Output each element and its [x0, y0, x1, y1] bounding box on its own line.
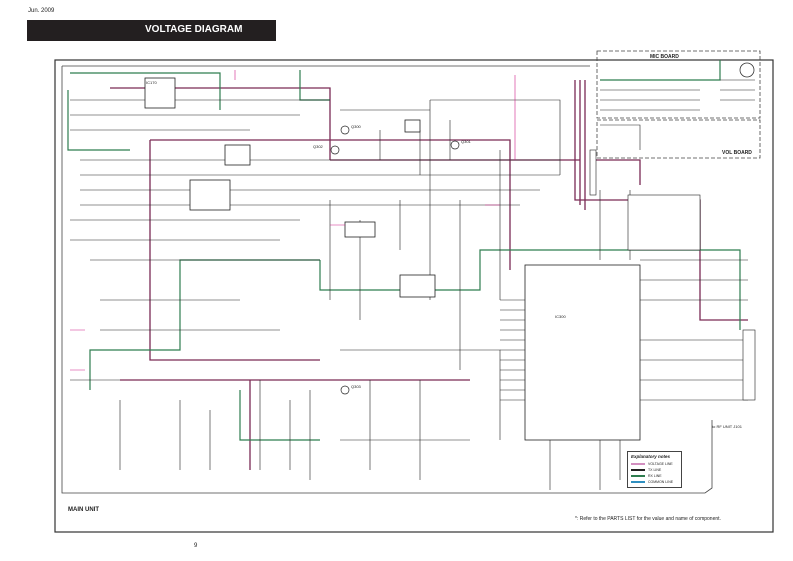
vol-board-label: VOL BOARD [722, 150, 752, 156]
tx-line-swatch [631, 469, 645, 471]
title-banner: VOLTAGE DIAGRAM [27, 20, 276, 41]
voltage-line-swatch [631, 463, 645, 465]
ic170-block [144, 77, 176, 109]
ic-block-tc [224, 144, 251, 166]
main-unit-frame [54, 59, 774, 533]
legend: Explanatory notes VOLTAGE LINE TX LINE R… [627, 451, 682, 488]
q302-symbol [330, 145, 340, 155]
signal-wiring [70, 79, 755, 490]
q301-symbol [450, 140, 460, 150]
q300-symbol [340, 125, 350, 135]
q300-label: Q300 [351, 124, 362, 129]
page-number: 9 [194, 543, 198, 549]
document-date: Jun. 2009 [28, 8, 55, 14]
q303-symbol [340, 385, 350, 395]
ic300-block [524, 264, 641, 441]
q301-label: Q301 [461, 139, 472, 144]
ic-block-pa [344, 221, 376, 238]
main-unit-label: MAIN UNIT [68, 507, 99, 513]
mic-board-label: MIC BOARD [650, 54, 679, 60]
rf-connector [742, 329, 756, 401]
voltage-annotations [70, 70, 516, 371]
common-line-swatch [631, 481, 645, 483]
footnote: *: Refer to the PARTS LIST for the value… [575, 516, 721, 522]
mic-board-connector [589, 149, 597, 196]
q303-label: Q303 [351, 384, 362, 389]
inner-board-outline [61, 65, 713, 494]
mic-connector [739, 62, 755, 78]
legend-item-voltage: VOLTAGE LINE [631, 461, 681, 467]
mic-board-outline [596, 50, 761, 119]
legend-item-rx: RX LINE [631, 473, 681, 479]
page-title: VOLTAGE DIAGRAM [145, 24, 243, 35]
ic-block-small [404, 119, 421, 133]
q302-label: Q302 [313, 144, 324, 149]
vol-board-outline [596, 119, 761, 159]
lcd-connector [627, 194, 701, 251]
ic-block-nj [399, 274, 436, 298]
ic300-label: IC300 [555, 314, 566, 319]
legend-item-tx: TX LINE [631, 467, 681, 473]
legend-title: Explanatory notes [631, 454, 671, 459]
ic170-label: IC170 [146, 80, 157, 85]
rf-unit-label: to RF UNIT J101 [712, 424, 743, 429]
rx-line-swatch [631, 475, 645, 477]
legend-item-common: COMMON LINE [631, 479, 681, 485]
ic-block-pll [189, 179, 231, 211]
